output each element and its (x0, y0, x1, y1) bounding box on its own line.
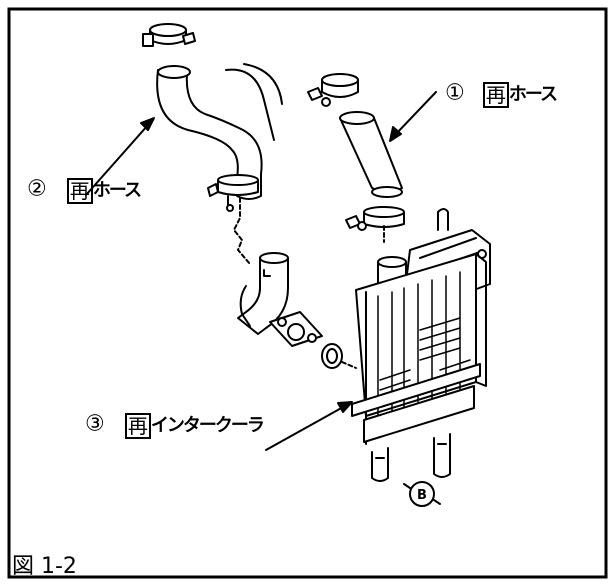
leader-2 (85, 124, 149, 196)
leader-1 (394, 91, 437, 136)
callout-1-text: ホース (508, 84, 558, 105)
elbow-pipe-drawing (237, 252, 357, 369)
intercooler-drawing (351, 208, 491, 482)
callout-2-text: ホース (92, 180, 142, 201)
frame-border (7, 7, 608, 579)
callout-1-box: 再 (482, 82, 509, 108)
callout-2-box: 再 (66, 178, 93, 204)
callout-1: ① 再ホース (445, 80, 558, 108)
marker-b-text: B (417, 488, 427, 503)
figure-caption: 図 1-2 (12, 554, 77, 579)
leader-3 (265, 405, 346, 451)
callout-3-box: 再 (124, 413, 151, 439)
callout-3: ③ 再インタークーラ (85, 411, 265, 439)
callout-3-text: インタークーラ (150, 415, 265, 436)
hose-2-drawing (142, 23, 283, 265)
hose-1-drawing (307, 73, 405, 243)
callout-3-number: ③ (85, 411, 105, 437)
callout-2: ② 再ホース (27, 176, 142, 204)
callout-1-number: ① (445, 80, 465, 106)
callout-2-number: ② (27, 176, 47, 202)
bolt-b-marker (403, 481, 441, 507)
